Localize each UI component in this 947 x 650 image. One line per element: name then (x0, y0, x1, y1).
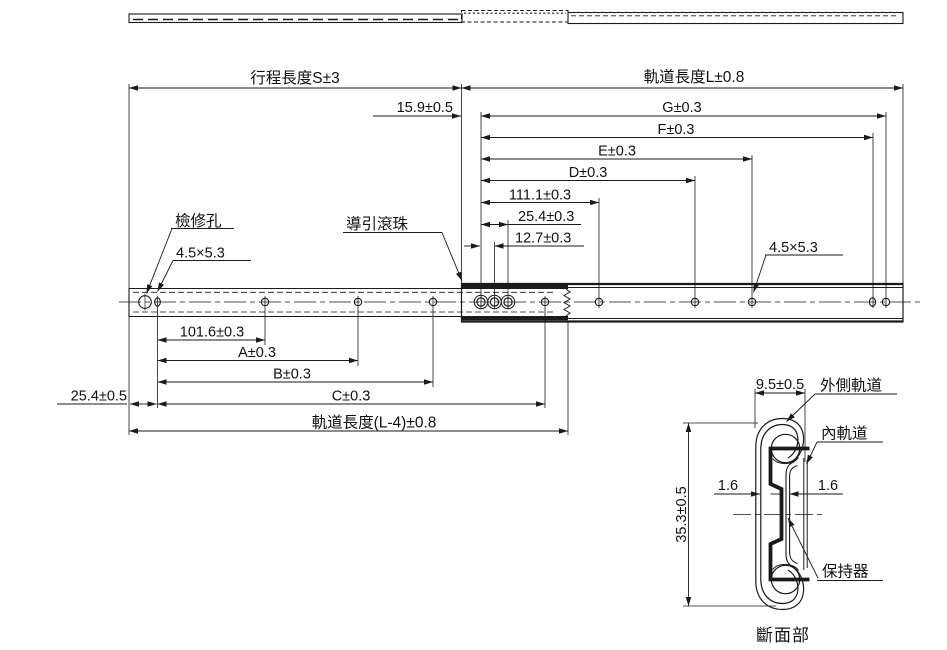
inner-rail-label: 內軌道 (821, 425, 868, 443)
retainer-label: 保持器 (822, 563, 869, 581)
dim-127-label: 12.7±0.3 (515, 231, 571, 247)
extension-lines (128, 84, 904, 435)
top-view-inner-member (128, 13, 463, 24)
leader-lines (146, 228, 843, 294)
dimension-lines (57, 85, 903, 434)
dim-e-label: E±0.3 (598, 144, 636, 160)
stroke-length-label: 行程長度S±3 (250, 69, 339, 87)
section-width-label: 9.5±0.5 (756, 377, 804, 393)
guide-balls-leader (441, 232, 463, 282)
main-view-extended (119, 282, 921, 323)
retainer-profile (772, 457, 799, 571)
gap-right-label: 1.6 (818, 478, 838, 494)
inspection-hole-label: 檢修孔 (175, 212, 222, 230)
slot-left-label: 4.5×5.3 (176, 246, 225, 262)
outer-rail-leader (786, 393, 816, 422)
dim-g-label: G±0.3 (662, 100, 701, 116)
dim-254l-label: 25.4±0.5 (71, 389, 127, 405)
inner-member-break-edge (563, 288, 571, 317)
dim-d-label: D±0.3 (569, 165, 608, 181)
slot-left-leader (157, 260, 174, 292)
top-view-retainer-member (461, 10, 569, 23)
inner-rail-leader (806, 441, 818, 465)
dim-c-label: C±0.3 (332, 389, 371, 405)
outer-rail-label: 外側軌道 (820, 377, 882, 395)
dim-1016-label: 101.6±0.3 (180, 325, 244, 341)
retainer-leader (787, 517, 819, 579)
dim-b-label: B±0.3 (273, 367, 311, 383)
section-caption: 斷面部 (756, 626, 810, 645)
dim-111-label: 111.1±0.3 (509, 188, 571, 204)
end-offset-label: 15.9±0.5 (397, 100, 453, 116)
slot-hole-right (868, 297, 877, 307)
inner-rail-profile (768, 446, 810, 582)
section-height-label: 35.3±0.5 (674, 486, 690, 542)
rail-length-minus4-label: 軌道長度(L-4)±0.8 (312, 414, 437, 432)
top-view-collapsed (128, 10, 904, 25)
dim-254-label: 25.4±0.3 (518, 209, 574, 225)
cross-section (683, 389, 897, 611)
rail-length-label: 軌道長度L±0.8 (644, 68, 745, 86)
labels: 行程長度S±3 軌道長度L±0.8 15.9±0.5 G±0.3 F±0.3 E… (71, 68, 882, 645)
slot-right-leader (753, 254, 767, 293)
gap-left-label: 1.6 (718, 478, 738, 494)
dim-a-label: A±0.3 (238, 345, 276, 361)
inspection-hole-leader (146, 228, 173, 294)
slot-right-label: 4.5×5.3 (769, 240, 818, 256)
guide-balls-label: 導引滾珠 (346, 215, 409, 233)
dim-f-label: F±0.3 (658, 122, 695, 138)
section-dimensions (683, 389, 897, 607)
top-view-outer-member (567, 11, 904, 25)
